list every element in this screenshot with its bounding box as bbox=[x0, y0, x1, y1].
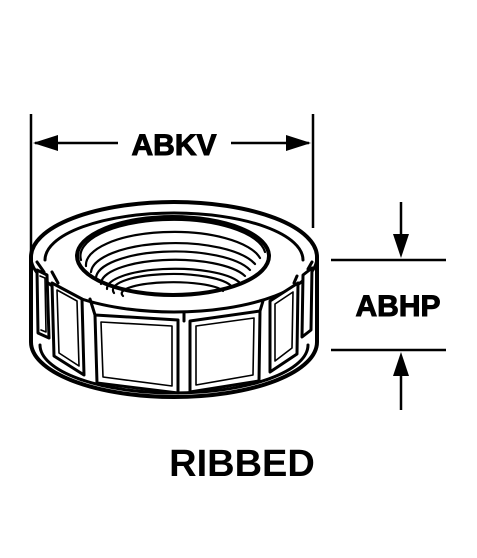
rib-notches bbox=[35, 260, 314, 323]
ribs bbox=[35, 266, 314, 395]
height-arrowhead-bottom bbox=[393, 352, 409, 376]
height-dimension: ABHP bbox=[331, 202, 446, 410]
rib-far-right bbox=[300, 266, 314, 339]
threaded-bore bbox=[75, 215, 271, 298]
width-label: ABKV bbox=[131, 129, 216, 162]
height-arrowhead-top bbox=[393, 234, 409, 258]
width-arrowhead-left bbox=[33, 135, 58, 151]
width-dimension: ABKV bbox=[29, 114, 315, 255]
nut-top-chamfer bbox=[43, 211, 305, 262]
bore-threads bbox=[79, 218, 267, 298]
caption-ribbed: RIBBED bbox=[169, 443, 315, 485]
width-arrowhead-right bbox=[286, 135, 311, 151]
rib-far-left bbox=[35, 268, 51, 340]
height-label: ABHP bbox=[355, 290, 440, 323]
ribbed-nut bbox=[29, 200, 319, 399]
